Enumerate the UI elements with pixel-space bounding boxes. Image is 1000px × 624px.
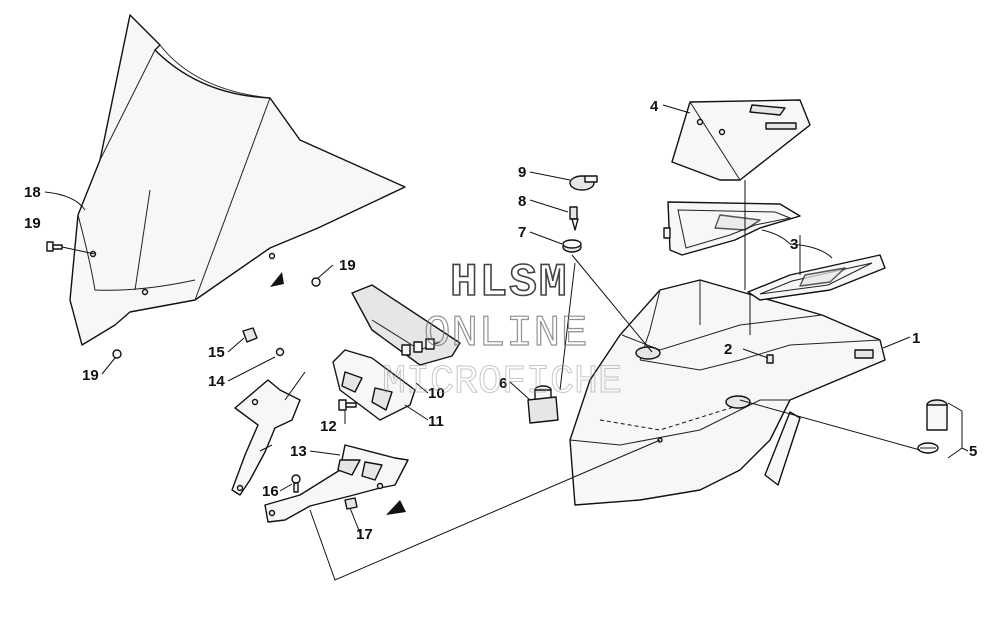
nut-17 <box>344 497 358 510</box>
callout-11: 11 <box>428 413 444 430</box>
gauge-housing <box>351 284 461 366</box>
grille-lower <box>747 254 886 301</box>
hood-panel <box>569 279 886 506</box>
screw-16 <box>291 474 301 493</box>
callout-10: 10 <box>428 385 445 402</box>
accessory-plug-5 <box>917 399 948 454</box>
key-cap-9 <box>569 175 598 191</box>
watermark-line-2: ONLINE <box>424 309 588 359</box>
nut-15 <box>242 327 258 343</box>
callout-19-right: 19 <box>339 257 356 274</box>
callout-15: 15 <box>208 344 225 361</box>
callout-13: 13 <box>290 443 307 460</box>
leader-lines <box>44 104 969 581</box>
callout-12: 12 <box>320 418 337 435</box>
callout-17: 17 <box>356 526 373 543</box>
callout-7: 7 <box>518 224 526 241</box>
screw-19-right <box>311 277 321 287</box>
washer-14 <box>275 347 285 357</box>
callout-16: 16 <box>262 483 279 500</box>
callout-3: 3 <box>790 236 798 253</box>
arrow-pointer-icon <box>386 500 406 515</box>
watermark-line-1: HLSM <box>450 257 568 309</box>
windshield <box>69 14 406 346</box>
screw-19-left <box>46 241 63 252</box>
screw-12 <box>338 399 357 411</box>
bezel-7 <box>562 239 582 253</box>
storage-lid <box>671 99 811 181</box>
callout-2: 2 <box>724 341 732 358</box>
callout-6: 6 <box>499 375 507 392</box>
ignition-switch-6 <box>527 385 559 424</box>
bracket-lower <box>264 444 409 523</box>
bracket-upper <box>231 379 301 496</box>
callout-14: 14 <box>208 373 225 390</box>
screw-19-bottom <box>112 349 122 359</box>
callout-4: 4 <box>650 98 659 115</box>
callout-1: 1 <box>912 330 920 347</box>
callout-9: 9 <box>518 164 526 181</box>
watermark-line-3: MICROFICHE <box>382 360 622 405</box>
callout-labels: 1 2 3 4 5 6 7 8 9 10 11 12 13 14 15 16 1… <box>24 98 977 543</box>
callout-19-bottom: 19 <box>82 367 99 384</box>
callout-18: 18 <box>24 184 41 201</box>
arrow-pointer-icon <box>270 272 284 287</box>
gauge-mount <box>332 349 416 421</box>
callout-19-left: 19 <box>24 215 41 232</box>
callout-8: 8 <box>518 193 526 210</box>
fastener-2 <box>766 354 774 364</box>
grille-upper <box>663 201 801 256</box>
callout-5: 5 <box>969 443 977 460</box>
side-fin <box>764 411 801 486</box>
key-8 <box>569 206 579 231</box>
watermark: HLSM ONLINE MICROFICHE <box>382 256 623 405</box>
